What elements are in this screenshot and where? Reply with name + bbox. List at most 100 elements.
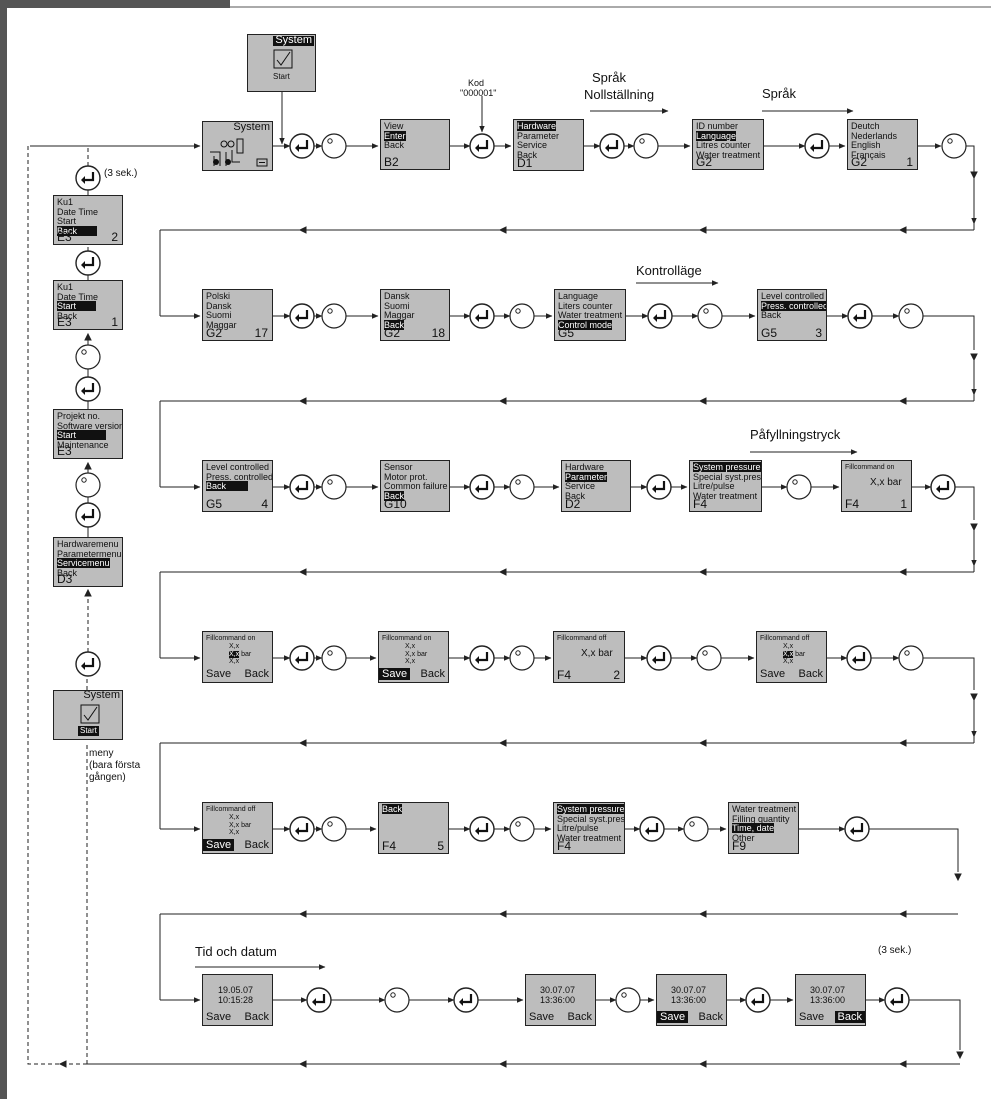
return-arrow bbox=[498, 739, 507, 747]
value-option: X,x bbox=[229, 643, 240, 650]
screen-code: E3 bbox=[57, 315, 72, 329]
system-title: System bbox=[83, 690, 120, 701]
screen-b2: View Enter Back B2 bbox=[380, 119, 450, 170]
language-label-2: Språk bbox=[762, 86, 796, 101]
return-arrow bbox=[298, 397, 307, 405]
up-arrow bbox=[84, 461, 92, 470]
return-arrow bbox=[898, 226, 907, 234]
menu-line-selected: Enter bbox=[384, 130, 406, 141]
menu-line: Common failure bbox=[384, 481, 448, 491]
menu-line: Ku1 bbox=[57, 282, 74, 292]
screen-code: D3 bbox=[57, 572, 73, 586]
menu-line: Dansk bbox=[206, 300, 232, 311]
screen-g5-control-4: Level controlled Press. controlled Back … bbox=[202, 460, 273, 512]
menu-line: Parametermenu bbox=[57, 548, 122, 559]
enter-button-icon bbox=[306, 987, 332, 1013]
menu-line: Date Time bbox=[57, 291, 99, 302]
menu-line-selected: Back bbox=[57, 225, 98, 236]
menu-line-selected: System pressure bbox=[693, 462, 761, 472]
screen-e3-2: Ku1 Date Time Start Back E3 2 bbox=[53, 195, 123, 245]
connector-lines bbox=[27, 92, 978, 1068]
screen-g5-settings: Language Liters counter Water treatment … bbox=[554, 289, 626, 341]
rotary-knob-icon bbox=[696, 645, 722, 671]
menu-line: Back bbox=[57, 567, 78, 578]
unit-label: bar bbox=[417, 650, 428, 658]
menu-line: Back bbox=[384, 140, 405, 150]
code-value: "000001" bbox=[460, 88, 497, 98]
screen-number: 1 bbox=[900, 497, 907, 511]
save-softkey: Save bbox=[206, 668, 232, 680]
menu-line: Water treatment bbox=[557, 832, 622, 843]
screen-f4-fill-off-save: Fillcommand off X,x X,x bar X,x Save Bac… bbox=[202, 802, 273, 854]
menu-line: Special syst.press bbox=[557, 813, 625, 824]
return-arrow bbox=[498, 226, 507, 234]
rotary-knob-icon bbox=[615, 987, 641, 1013]
menu-line: Suomi bbox=[384, 300, 410, 311]
flow-line bbox=[923, 657, 975, 690]
rotary-knob-icon bbox=[321, 816, 347, 842]
menu-note-first: (bara första bbox=[89, 760, 141, 771]
return-arrow bbox=[698, 568, 707, 576]
screen-code: G5 bbox=[761, 326, 778, 340]
screen-number: 2 bbox=[613, 668, 620, 682]
back-softkey: Back bbox=[244, 668, 269, 680]
time-value: 13:36:00 bbox=[671, 995, 707, 1005]
rotary-knob-icon bbox=[75, 472, 101, 498]
menu-note-times: gången) bbox=[89, 772, 126, 783]
screen-title: Fillcommand off bbox=[760, 635, 810, 642]
screen-code: E3 bbox=[57, 230, 72, 244]
screen-number: 3 bbox=[815, 326, 822, 340]
rotary-knob-icon bbox=[941, 133, 967, 159]
screen-time-date-2: 30.07.07 13:36:00 Save Back bbox=[525, 974, 596, 1026]
screen-title: Fillcommand on bbox=[382, 635, 432, 642]
up-arrow bbox=[84, 588, 92, 597]
value-option: X,x bbox=[405, 650, 416, 658]
screen-f4-fill-on-1: Fillcommand on X,x bar F4 1 bbox=[841, 460, 912, 512]
enter-button-icon bbox=[289, 474, 315, 500]
return-arrow bbox=[498, 397, 507, 405]
screen-number: 2 bbox=[111, 230, 118, 244]
flow-line bbox=[966, 145, 975, 175]
menu-line: Language bbox=[558, 291, 599, 301]
enter-buttons bbox=[75, 133, 956, 1013]
screen-system-main: System bbox=[202, 121, 273, 171]
value-option: X,x bbox=[229, 658, 240, 665]
rotary-knob-icon bbox=[321, 133, 347, 159]
enter-button-icon bbox=[647, 303, 673, 329]
menu-line: Français bbox=[851, 149, 886, 160]
screen-code: F4 bbox=[382, 839, 397, 853]
pressure-value: X,x bar bbox=[870, 477, 902, 488]
pressure-value: X,x bar bbox=[581, 648, 613, 659]
save-softkey-selected: Save bbox=[379, 668, 411, 680]
menu-line: Liters counter bbox=[558, 300, 613, 311]
enter-button-icon bbox=[639, 816, 665, 842]
rotary-knob-icon bbox=[321, 474, 347, 500]
menu-line: Back bbox=[761, 310, 782, 320]
screen-e3-1: Ku1 Date Time Start Back E3 1 bbox=[53, 280, 123, 330]
menu-line: Nederlands bbox=[851, 130, 898, 141]
rotary-knob-icon bbox=[898, 645, 924, 671]
screen-number: 1 bbox=[906, 155, 913, 169]
menu-line: Software version bbox=[57, 420, 123, 431]
menu-line: Level controlled bbox=[206, 462, 270, 472]
menu-line: Date Time bbox=[57, 206, 99, 217]
screen-time-date-4: 30.07.07 13:36:00 Save Back bbox=[795, 974, 866, 1026]
enter-button-icon bbox=[289, 645, 315, 671]
enter-button-icon bbox=[804, 133, 830, 159]
value-option: X,x bbox=[783, 643, 794, 650]
enter-button-icon bbox=[289, 303, 315, 329]
time-value: 13:36:00 bbox=[810, 995, 846, 1005]
flow-line bbox=[955, 486, 975, 520]
three-sec-label-top: (3 sek.) bbox=[104, 168, 138, 179]
menu-line-selected: Back bbox=[384, 490, 405, 501]
menu-line-selected: Start bbox=[57, 301, 97, 311]
screen-title: Fillcommand off bbox=[206, 806, 256, 813]
rotary-knob-icon bbox=[786, 474, 812, 500]
screen-code: G5 bbox=[558, 326, 575, 340]
screen-f4-parameters-2: System pressure Special syst.press Litre… bbox=[553, 802, 625, 854]
enter-button-icon bbox=[469, 303, 495, 329]
menu-line: Water treatment bbox=[732, 804, 797, 814]
screen-time-date-1: 19.05.07 10:15:28 Save Back bbox=[202, 974, 273, 1026]
checkbox-icon bbox=[273, 49, 293, 69]
enter-button-icon bbox=[289, 816, 315, 842]
